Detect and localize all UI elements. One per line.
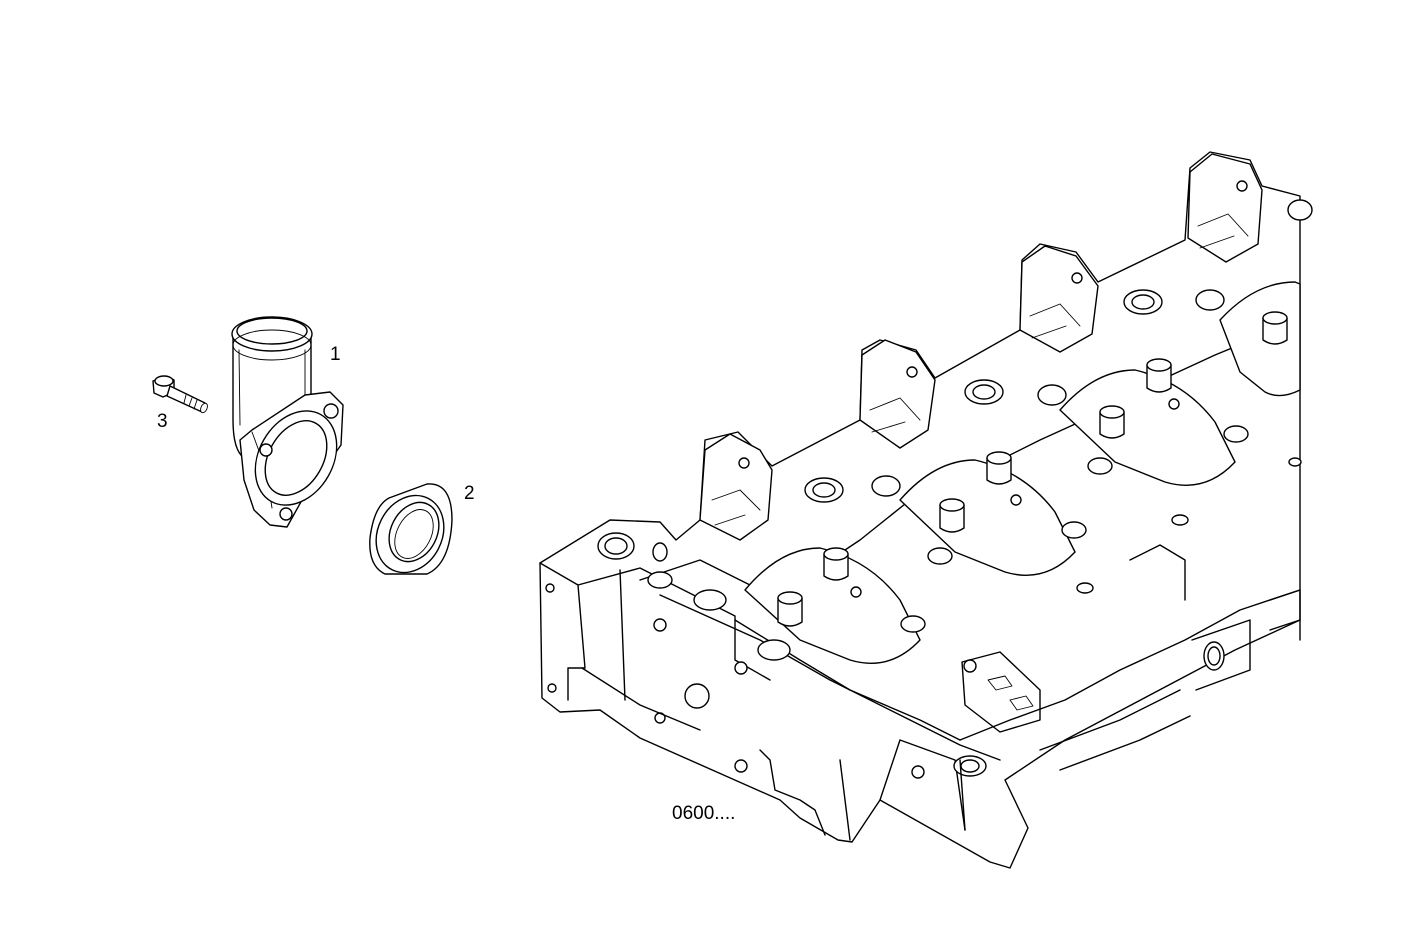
seal-ring-part-2[interactable] (363, 483, 456, 584)
rocker-pedestals (699, 153, 1263, 541)
lower-deck-detail (953, 544, 1301, 831)
cylinder-head-drawing (539, 151, 1313, 869)
deck-holes (647, 199, 1313, 673)
cylinder-pockets (744, 281, 1301, 664)
callout-label-1: 1 (330, 344, 341, 365)
valve-guides (777, 311, 1288, 627)
callout-label-3: 3 (157, 411, 168, 432)
callout-label-2: 2 (464, 483, 475, 504)
bolt-part-3[interactable] (152, 375, 209, 414)
assembly-reference-label: 0600.... (672, 803, 735, 824)
elbow-fitting-part-1[interactable] (231, 316, 353, 528)
